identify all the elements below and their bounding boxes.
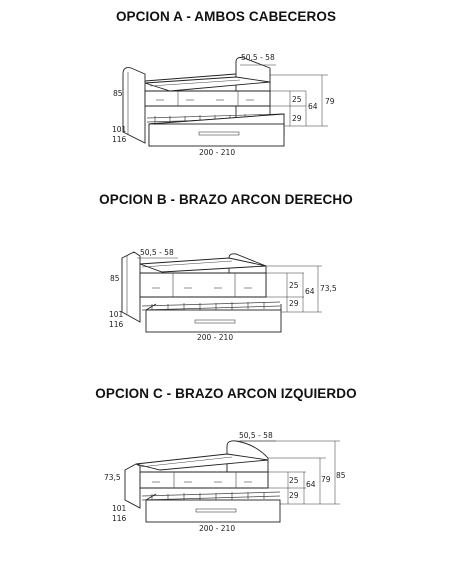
dim-depth: 50,5 - 58 [241, 53, 275, 62]
diagram-option-c: 50,5 - 58 73,5 101 116 200 - 210 25 29 6… [104, 431, 346, 533]
dim-width-low: 101 [112, 125, 127, 134]
dim-mid-h: 64 [308, 102, 318, 111]
trundle-slats [141, 301, 281, 312]
dim-width-low: 101 [109, 310, 124, 319]
title-option-c: OPCION C - BRAZO ARCON IZQUIERDO [95, 386, 357, 401]
dim-bed-h: 29 [289, 299, 299, 308]
dim-length: 200 - 210 [199, 148, 235, 157]
dim-total-h: 73,5 [320, 284, 337, 293]
dim-depth: 50,5 - 58 [239, 431, 273, 440]
dim-head-height: 85 [110, 274, 120, 283]
dim-bed-h: 29 [292, 114, 302, 123]
dim-drawer-h: 25 [289, 281, 299, 290]
left-headboard [122, 67, 146, 144]
title-option-b: OPCION B - BRAZO ARCON DERECHO [99, 192, 353, 207]
trundle-drawer [145, 309, 282, 333]
dim-mid-h: 64 [305, 287, 315, 296]
trundle-drawer [145, 499, 281, 523]
dim-width-high: 116 [112, 135, 127, 144]
dim-width-high: 116 [109, 320, 124, 329]
dim-bed-h: 29 [289, 491, 299, 500]
left-armrest [124, 463, 141, 509]
dim-total-h: 79 [321, 475, 331, 484]
dim-head-height: 73,5 [104, 473, 121, 482]
dim-mid-h: 64 [306, 480, 316, 489]
drawer-front [139, 272, 267, 298]
title-option-a: OPCION A - AMBOS CABECEROS [115, 9, 337, 24]
dim-right-h: 85 [336, 471, 346, 480]
dim-length: 200 - 210 [199, 524, 235, 533]
dim-head-height: 85 [113, 89, 123, 98]
dim-width-high: 116 [112, 514, 127, 523]
left-headboard [121, 251, 141, 323]
dim-drawer-h: 25 [289, 476, 299, 485]
diagram-option-b: 50,5 - 58 85 101 116 200 - 210 25 29 64 … [109, 248, 337, 342]
dim-length: 200 - 210 [197, 333, 233, 342]
dim-width-low: 101 [112, 504, 127, 513]
dimension-lines [137, 257, 322, 313]
drawer-front [139, 471, 269, 489]
drawer-front [144, 90, 271, 107]
dim-total-h: 79 [325, 97, 335, 106]
dim-drawer-h: 25 [292, 95, 302, 104]
diagram-option-a: 50,5 - 58 85 101 116 200 - 210 25 29 64 … [112, 53, 335, 157]
dimension-lines [238, 440, 340, 505]
dim-depth: 50,5 - 58 [140, 248, 174, 257]
trundle-slats [141, 491, 281, 502]
dimension-lines [240, 64, 328, 127]
